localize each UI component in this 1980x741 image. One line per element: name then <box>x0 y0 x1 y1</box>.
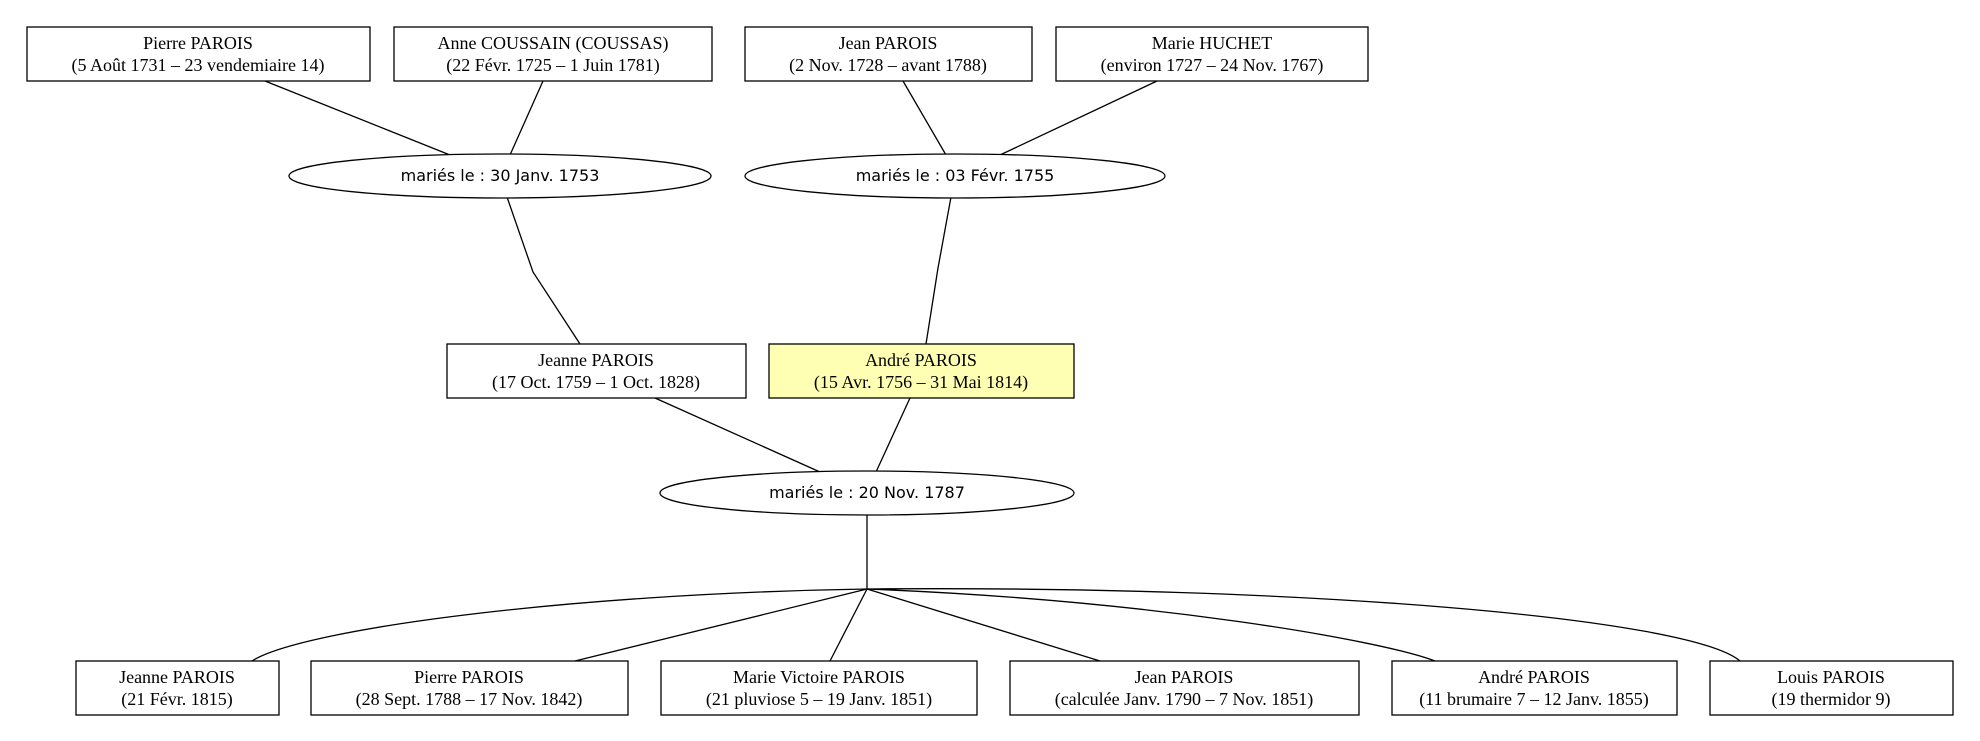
person-name: Pierre PAROIS <box>414 667 524 687</box>
child-node[interactable]: Pierre PAROIS (28 Sept. 1788 – 17 Nov. 1… <box>310 660 629 716</box>
person-dates: (environ 1727 – 24 Nov. 1767) <box>1101 55 1324 76</box>
person-dates: (21 pluviose 5 – 19 Janv. 1851) <box>706 689 932 710</box>
person-node[interactable]: Jean PAROIS (2 Nov. 1728 – avant 1788) <box>744 26 1033 82</box>
person-dates: (17 Oct. 1759 – 1 Oct. 1828) <box>492 372 700 393</box>
edge-m1-to-jeanne <box>506 196 581 345</box>
edge-jeanne-to-m3 <box>654 397 821 473</box>
marriage-node[interactable]: mariés le : 03 Févr. 1755 <box>744 153 1166 199</box>
person-dates: (11 brumaire 7 – 12 Janv. 1855) <box>1419 689 1649 710</box>
marriage-label: mariés le : 30 Janv. 1753 <box>401 166 600 185</box>
edge-andre-to-m3 <box>875 397 911 473</box>
person-name: Jeanne PAROIS <box>538 350 654 370</box>
child-node[interactable]: Louis PAROIS (19 thermidor 9) <box>1709 660 1954 716</box>
edge-hub-to-pierre-child <box>574 588 868 662</box>
marriage-node[interactable]: mariés le : 30 Janv. 1753 <box>288 153 712 199</box>
marriage-label: mariés le : 03 Févr. 1755 <box>856 166 1055 185</box>
person-dates: (22 Févr. 1725 – 1 Juin 1781) <box>446 55 660 76</box>
person-dates: (28 Sept. 1788 – 17 Nov. 1842) <box>356 689 583 710</box>
person-name: André PAROIS <box>1478 667 1590 687</box>
person-dates: (15 Avr. 1756 – 31 Mai 1814) <box>814 372 1028 393</box>
edge-hub-to-louis-child <box>866 588 1741 662</box>
person-name: Jeanne PAROIS <box>119 667 235 687</box>
person-name: Pierre PAROIS <box>143 33 253 53</box>
marriage-label: mariés le : 20 Nov. 1787 <box>769 483 965 502</box>
person-dates: (19 thermidor 9) <box>1772 689 1891 710</box>
edge-jean-to-m2 <box>902 80 947 156</box>
child-node[interactable]: André PAROIS (11 brumaire 7 – 12 Janv. 1… <box>1391 660 1678 716</box>
person-name: André PAROIS <box>865 350 977 370</box>
edge-hub-to-jeanne-child <box>251 588 868 662</box>
person-dates: (21 Févr. 1815) <box>121 689 233 710</box>
edge-anne-to-m1 <box>509 80 544 156</box>
tree-connectors <box>251 80 1741 662</box>
marriage-node[interactable]: mariés le : 20 Nov. 1787 <box>659 470 1075 516</box>
edge-hub-to-andre-child <box>866 588 1436 662</box>
person-name: Marie HUCHET <box>1152 33 1272 53</box>
edge-m2-to-andre <box>925 196 952 345</box>
person-node[interactable]: Pierre PAROIS (5 Août 1731 – 23 vendemia… <box>26 26 371 82</box>
person-node-highlighted[interactable]: André PAROIS (15 Avr. 1756 – 31 Mai 1814… <box>768 343 1075 399</box>
person-node[interactable]: Anne COUSSAIN (COUSSAS) (22 Févr. 1725 –… <box>393 26 713 82</box>
edge-marie-to-m2 <box>999 80 1158 156</box>
person-dates: (2 Nov. 1728 – avant 1788) <box>789 55 987 76</box>
person-name: Louis PAROIS <box>1777 667 1885 687</box>
person-name: Jean PAROIS <box>839 33 938 53</box>
person-name: Anne COUSSAIN (COUSSAS) <box>437 33 668 54</box>
edge-pierre-to-m1 <box>264 80 451 156</box>
person-name: Marie Victoire PAROIS <box>733 667 905 687</box>
edge-hub-to-jean-child <box>866 588 1101 662</box>
person-node[interactable]: Marie HUCHET (environ 1727 – 24 Nov. 176… <box>1055 26 1369 82</box>
child-node[interactable]: Marie Victoire PAROIS (21 pluviose 5 – 1… <box>660 660 978 716</box>
child-node[interactable]: Jeanne PAROIS (21 Févr. 1815) <box>75 660 280 716</box>
edge-hub-to-marie-child <box>829 588 868 662</box>
person-dates: (5 Août 1731 – 23 vendemiaire 14) <box>72 55 325 76</box>
person-name: Jean PAROIS <box>1135 667 1234 687</box>
child-node[interactable]: Jean PAROIS (calculée Janv. 1790 – 7 Nov… <box>1009 660 1360 716</box>
person-dates: (calculée Janv. 1790 – 7 Nov. 1851) <box>1055 689 1314 710</box>
person-node[interactable]: Jeanne PAROIS (17 Oct. 1759 – 1 Oct. 182… <box>446 343 747 399</box>
